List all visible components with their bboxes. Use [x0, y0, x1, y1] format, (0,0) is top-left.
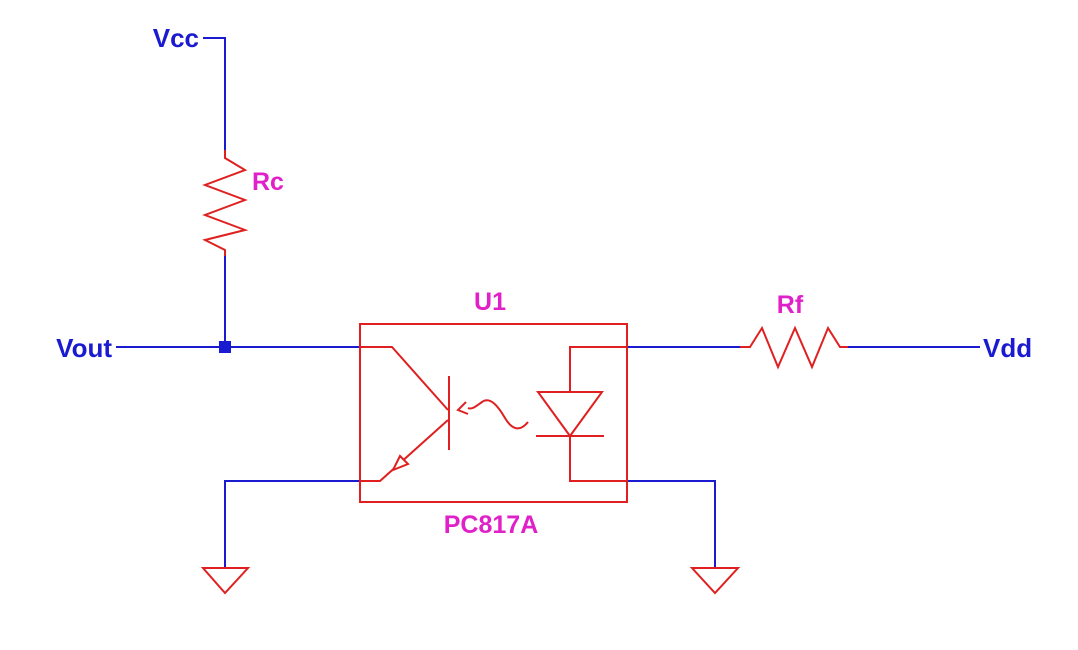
wire-gnd-right: [627, 480, 716, 568]
ground-symbol-right: [689, 567, 741, 595]
phototransistor-icon: [360, 346, 450, 482]
wire-vcc: [203, 37, 226, 150]
optocoupler-body: [359, 323, 628, 503]
net-label-vdd: Vdd: [983, 333, 1032, 363]
net-label-vout: Vout: [56, 333, 112, 363]
wires: [116, 37, 980, 568]
ground-symbol-left: [200, 567, 251, 595]
light-emission-icon: [456, 399, 529, 430]
part-label-pc817a: PC817A: [444, 511, 539, 539]
resistor-rc: [202, 150, 249, 256]
part-label-rf: Rf: [777, 291, 804, 319]
wire-gnd-left: [224, 480, 360, 568]
part-label-u1: U1: [474, 288, 506, 316]
junction-dot: [219, 341, 231, 353]
net-label-vcc: Vcc: [153, 23, 199, 53]
resistor-rf: [740, 325, 848, 370]
part-label-rc: Rc: [252, 168, 284, 196]
led-diode-icon: [536, 346, 627, 482]
